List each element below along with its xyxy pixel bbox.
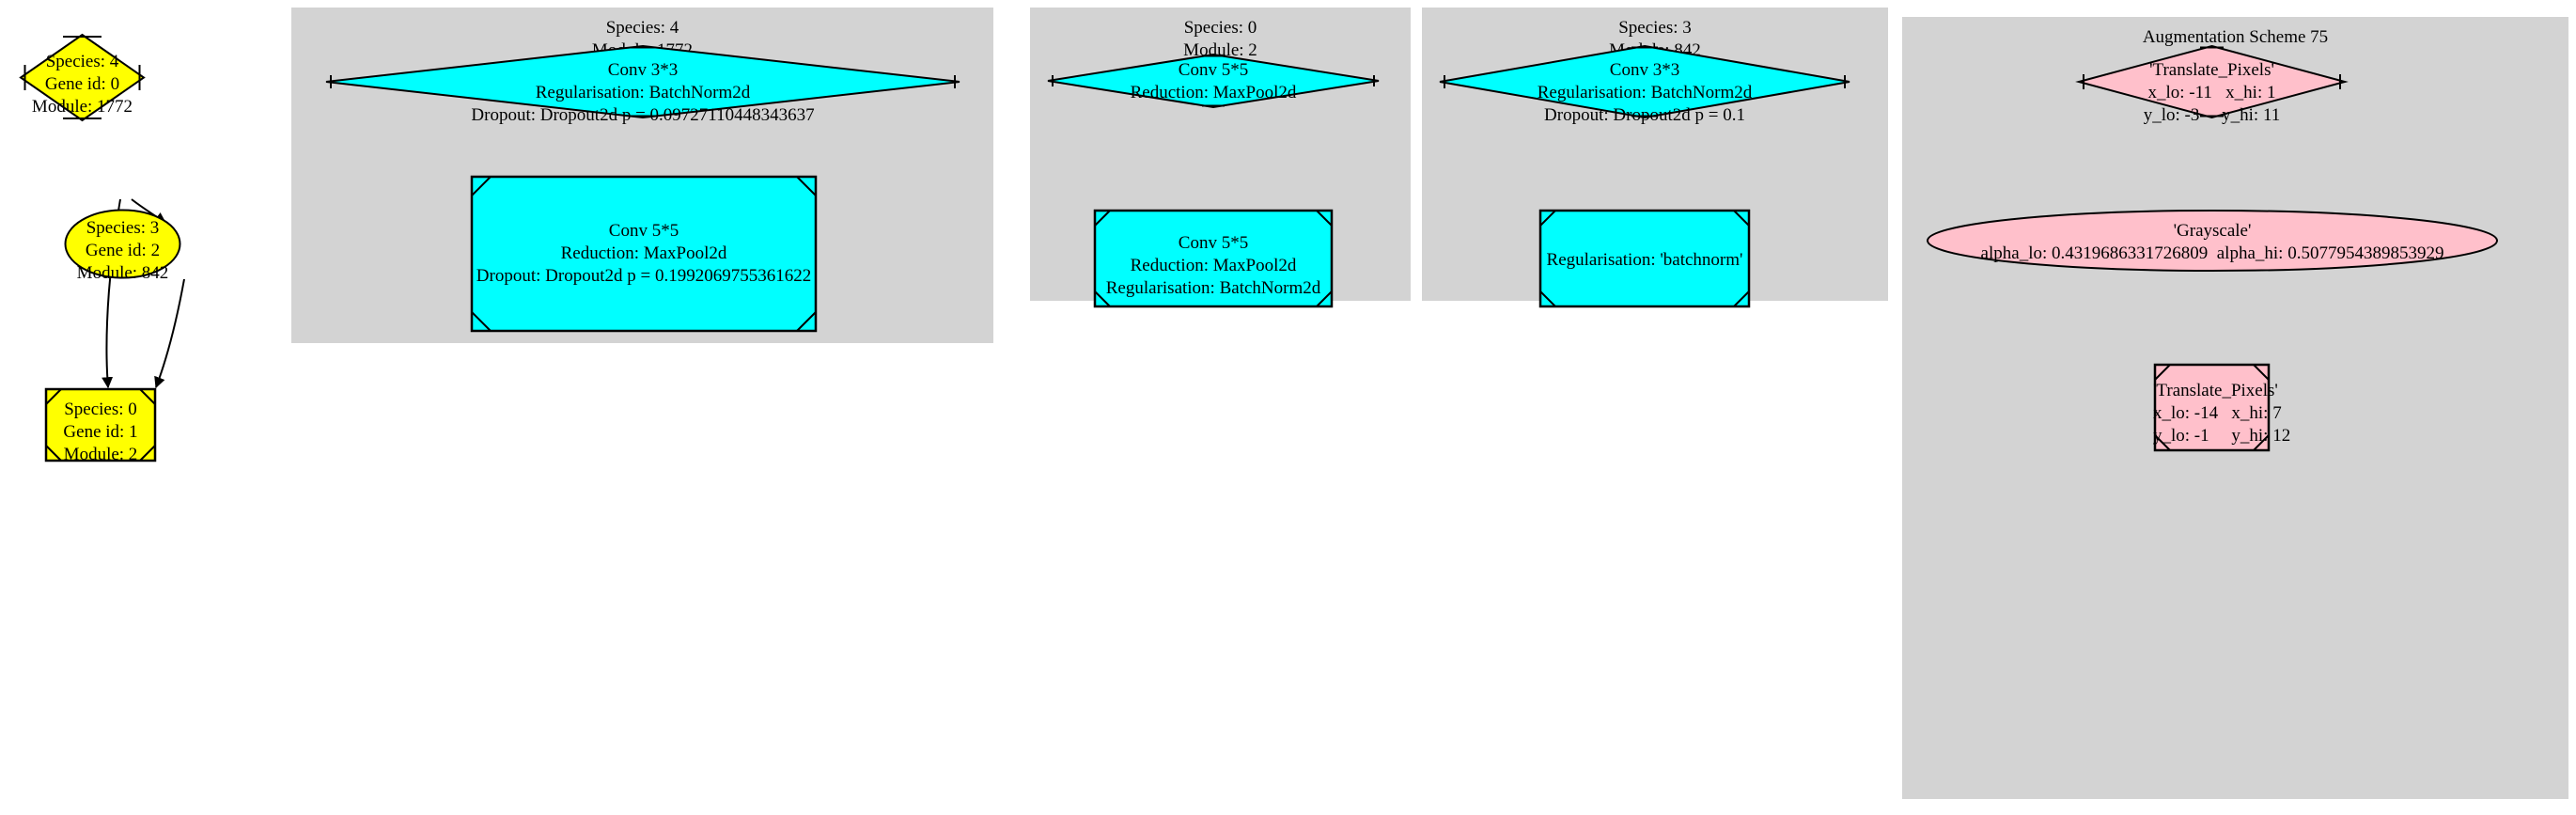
edge-species3-species0 — [154, 278, 185, 389]
node-aug-grayscale[interactable]: 'Grayscale'alpha_lo: 0.4319686331726809 … — [1926, 209, 2499, 273]
cluster-augmentation-75-label: Augmentation Scheme 75 — [2142, 27, 2329, 47]
node-m842-batchnorm[interactable]: Regularisation: 'batchnorm' — [1538, 209, 1751, 308]
